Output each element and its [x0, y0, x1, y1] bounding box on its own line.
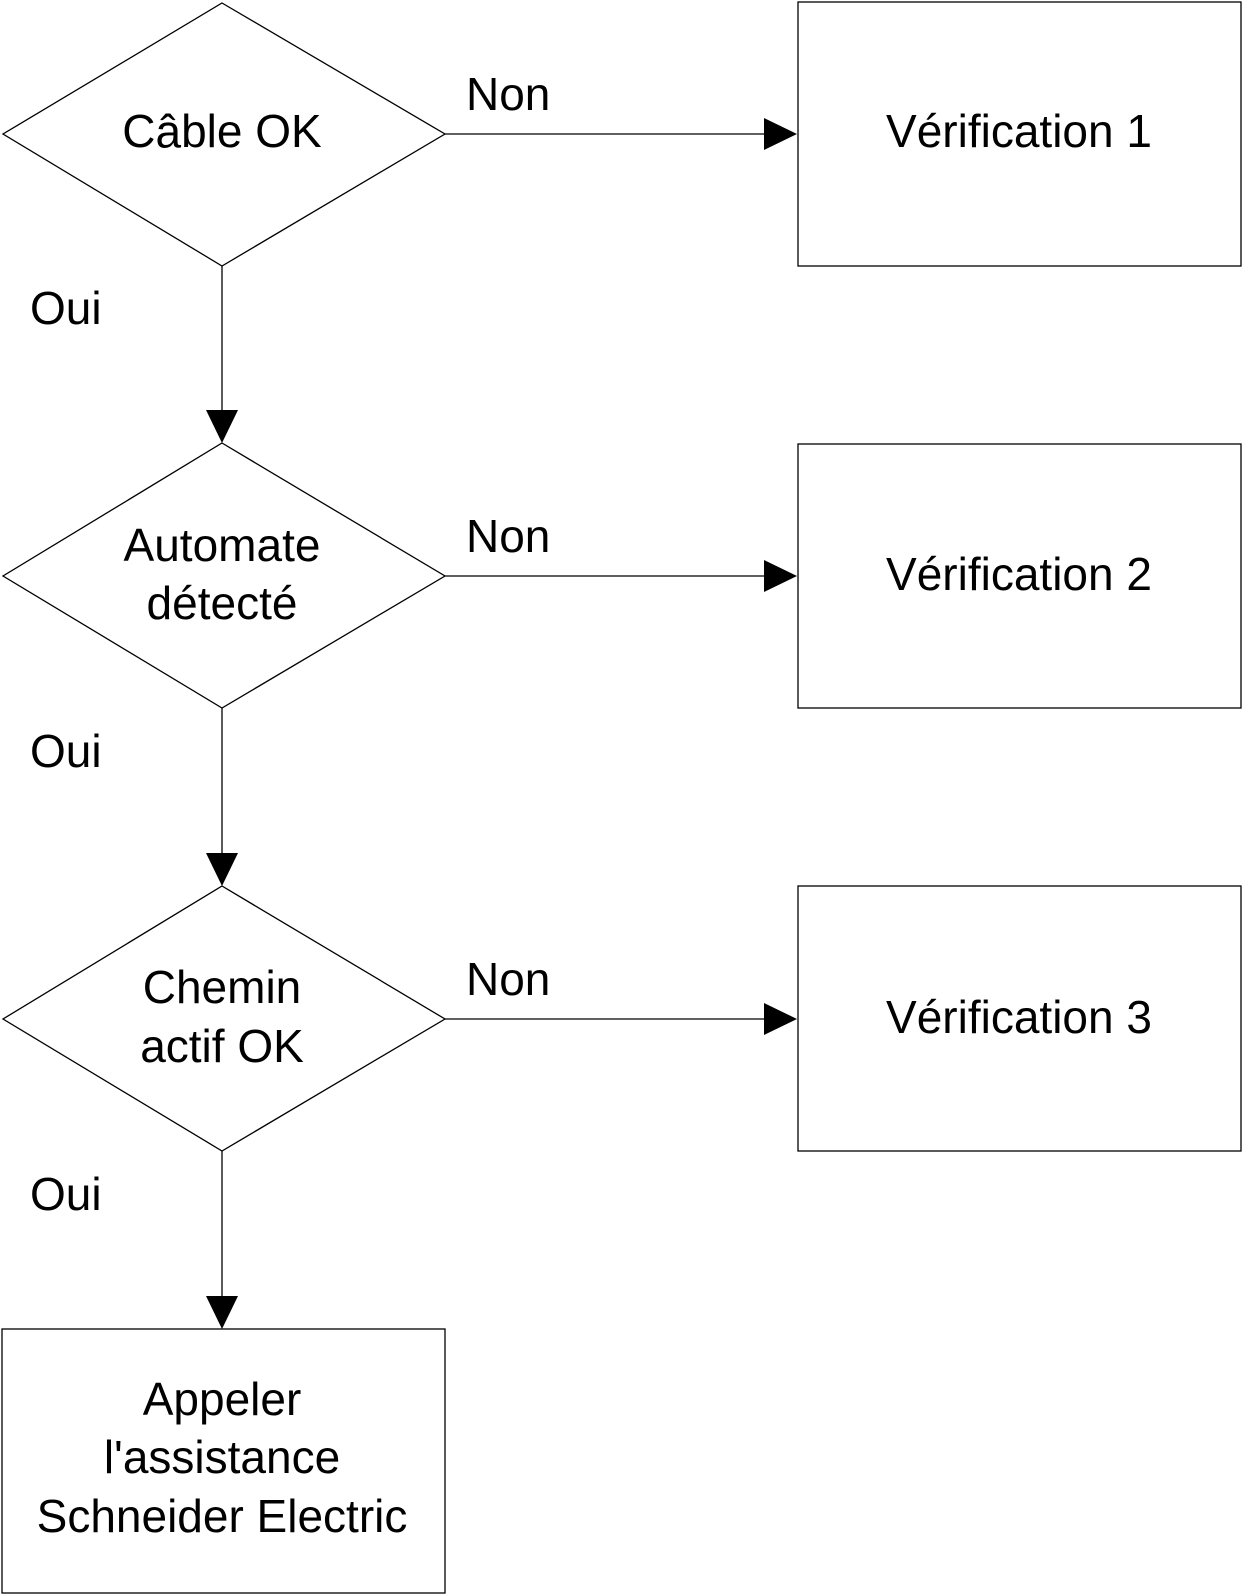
- no-label-1: Non: [466, 68, 550, 120]
- decision-automate-detecte: [1, 442, 447, 709]
- yes-label-1: Oui: [30, 282, 102, 334]
- yes-label-3: Oui: [30, 1168, 102, 1220]
- final-box-label-line1: Appeler: [143, 1373, 302, 1425]
- no-arrowhead-2: [764, 560, 797, 592]
- decision-chemin-actif-ok: [1, 885, 447, 1152]
- check-box-2-label: Vérification 2: [886, 548, 1152, 600]
- decision-cable-ok-label: Câble OK: [122, 105, 322, 157]
- check-box-3: [797, 885, 1242, 1152]
- decision-chemin-actif-ok-label-line1: Chemin: [143, 961, 302, 1013]
- final-box-call-support: [1, 1328, 446, 1594]
- no-label-2: Non: [466, 510, 550, 562]
- no-label-3: Non: [466, 953, 550, 1005]
- yes-label-2: Oui: [30, 725, 102, 777]
- check-box-1-label: Vérification 1: [886, 105, 1152, 157]
- yes-arrowhead-2: [206, 853, 238, 886]
- final-box-label-line3: Schneider Electric: [37, 1490, 408, 1542]
- yes-arrowhead-1: [206, 410, 238, 443]
- final-box-label-line2: l'assistance: [104, 1431, 340, 1483]
- check-box-1: [797, 1, 1242, 267]
- no-arrowhead-1: [764, 118, 797, 150]
- yes-arrowhead-3: [206, 1296, 238, 1329]
- check-box-2: [797, 443, 1242, 709]
- decision-automate-detecte-label-line1: Automate: [124, 519, 321, 571]
- decision-automate-detecte-label-line2: détecté: [147, 577, 298, 629]
- check-box-3-label: Vérification 3: [886, 991, 1152, 1043]
- no-arrowhead-3: [764, 1003, 797, 1035]
- decision-chemin-actif-ok-label-line2: actif OK: [140, 1020, 304, 1072]
